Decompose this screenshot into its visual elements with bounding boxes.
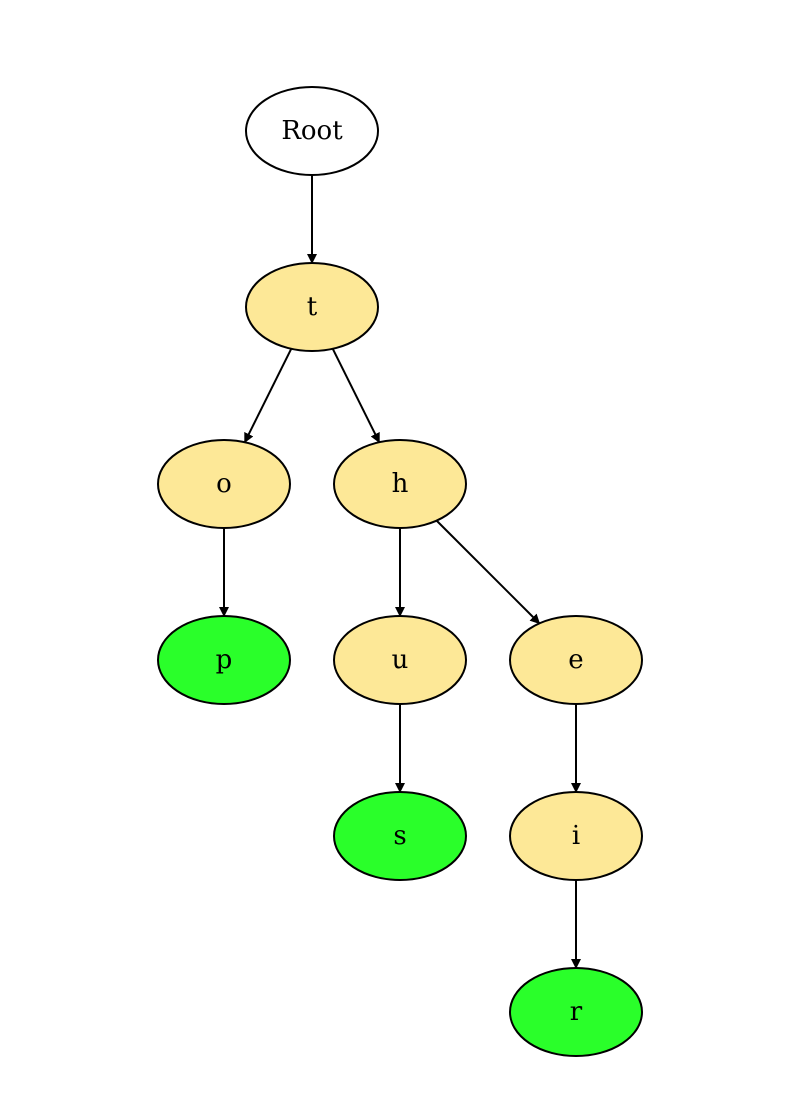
node-label-i: i <box>572 821 580 851</box>
node-t: t <box>245 262 379 352</box>
node-label-t: t <box>307 292 318 322</box>
edge-t-to-o <box>243 348 293 444</box>
edges <box>219 175 581 969</box>
node-h: h <box>333 439 467 529</box>
nodes: Root t o h p u e s i r <box>157 86 643 1057</box>
node-e: e <box>509 615 643 705</box>
node-i: i <box>509 791 643 881</box>
node-ellipse-e <box>509 615 643 705</box>
node-ellipse-h <box>333 439 467 529</box>
node-ellipse-o <box>157 439 291 529</box>
edge-h-to-e <box>435 519 541 625</box>
edge-t-to-h <box>331 348 381 444</box>
node-s: s <box>333 791 467 881</box>
node-ellipse-p <box>157 615 291 705</box>
node-label-r: r <box>570 997 583 1027</box>
node-r: r <box>509 967 643 1057</box>
node-label-root: Root <box>281 116 343 146</box>
node-label-o: o <box>216 469 232 499</box>
node-root: Root <box>245 86 379 176</box>
node-p: p <box>157 615 291 705</box>
node-o: o <box>157 439 291 529</box>
node-ellipse-s <box>333 791 467 881</box>
node-ellipse-i <box>509 791 643 881</box>
node-ellipse-t <box>245 262 379 352</box>
node-ellipse-u <box>333 615 467 705</box>
node-label-u: u <box>392 645 409 675</box>
node-label-s: s <box>393 821 406 851</box>
node-ellipse-r <box>509 967 643 1057</box>
node-label-e: e <box>568 645 583 675</box>
node-label-p: p <box>216 645 233 675</box>
node-u: u <box>333 615 467 705</box>
node-ellipse-root <box>245 86 379 176</box>
node-label-h: h <box>392 469 409 499</box>
